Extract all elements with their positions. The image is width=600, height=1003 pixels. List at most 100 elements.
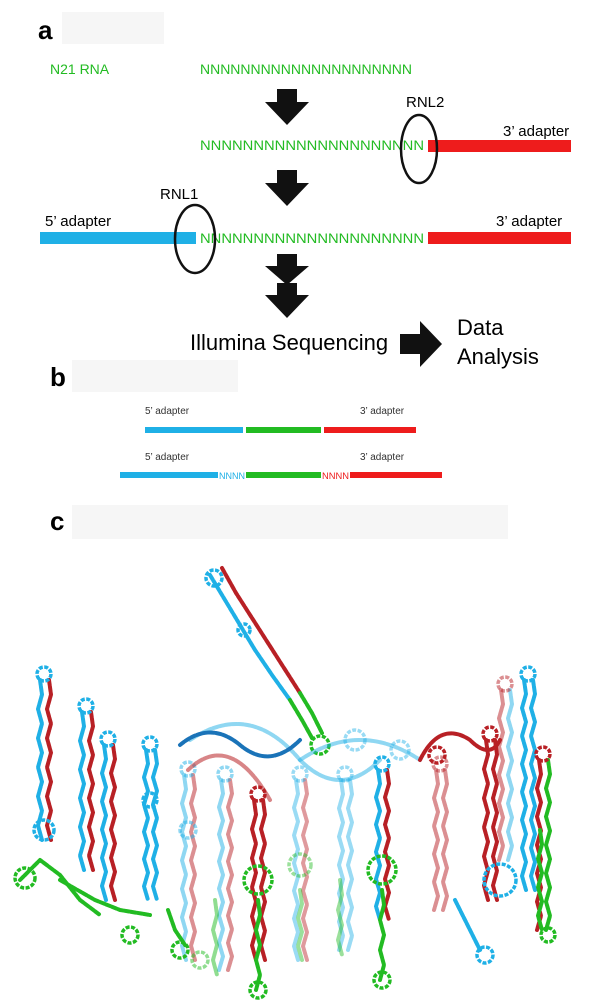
read-2-nnnn-5: NNNN — [219, 471, 245, 481]
rna-strand — [491, 738, 499, 902]
read-2-insert — [246, 472, 321, 478]
rna-strand — [45, 678, 53, 842]
rna-loop — [178, 820, 198, 840]
rna-loop — [389, 739, 411, 761]
rna-loop — [372, 970, 392, 990]
rna-strand — [520, 678, 528, 892]
rna-strand — [378, 888, 386, 982]
rna-strand — [18, 858, 102, 917]
adapter-3-bar-step3 — [428, 232, 571, 244]
rna-strand — [226, 778, 234, 972]
rna-strand — [292, 778, 300, 962]
rna-loop — [32, 818, 56, 842]
panel-b-title-box — [72, 360, 238, 392]
rna-strand — [189, 773, 197, 962]
rna-loop — [236, 622, 252, 638]
rna-sequence-ligated-both: NNNNNNNNNNNNNNNNNNNNN — [200, 230, 424, 246]
rna-loop — [141, 791, 159, 809]
rnl2-ellipse — [399, 113, 439, 185]
adapter-3-label-step3: 3’ adapter — [496, 213, 562, 230]
panel-c-title-box — [72, 505, 508, 539]
panel-a: a N21 RNA NNNNNNNNNNNNNNNNNNNNN NNNNNNNN… — [38, 12, 571, 369]
rnl2-label: RNL2 — [406, 94, 444, 111]
adapter-5-label: 5’ adapter — [45, 213, 111, 230]
rna-loop — [179, 760, 197, 778]
rna-loop — [99, 730, 117, 748]
rna-strand — [180, 773, 188, 962]
rna-strand — [36, 678, 44, 842]
read-2-nnnn-3: NNNN — [322, 471, 349, 481]
rna-strand — [432, 768, 440, 912]
rna-strand — [250, 798, 258, 962]
rna-loop — [287, 852, 313, 878]
rna-loop — [77, 697, 95, 715]
rna-sequence-ligated-3: NNNNNNNNNNNNNNNNNNNNN — [200, 137, 424, 153]
rna-loop — [336, 765, 354, 783]
panel-b: b 5’ adapter 3’ adapter 5’ adapter 3’ ad… — [50, 360, 442, 481]
rna-strand — [220, 566, 302, 695]
down-arrow-icon — [265, 89, 309, 125]
illumina-sequencing-label: Illumina Sequencing — [190, 330, 388, 355]
rna-loop — [190, 950, 210, 970]
rna-strand — [142, 748, 150, 902]
rna-loop — [343, 728, 367, 752]
panel-a-letter: a — [38, 15, 53, 45]
adapter-3-bar-step2 — [428, 140, 571, 152]
panel-c: c — [13, 505, 557, 1000]
down-arrow-icon — [265, 170, 309, 206]
rna-loop — [13, 866, 37, 890]
down-arrow-icon — [265, 254, 309, 285]
rna-loop — [248, 980, 268, 1000]
rna-strand — [529, 678, 537, 892]
rna-loop — [291, 765, 309, 783]
adapter-3-label-step2: 3’ adapter — [503, 123, 569, 140]
rna-loop — [475, 945, 495, 965]
rna-loop — [481, 725, 499, 743]
rnl1-label: RNL1 — [160, 186, 198, 203]
rna-strand — [453, 898, 482, 952]
rna-strand — [536, 828, 544, 932]
rna-loop — [35, 665, 53, 683]
read-2-adapter-5 — [120, 472, 218, 478]
rna-strand — [109, 743, 117, 902]
rna-strand — [208, 573, 292, 702]
rna-strand — [418, 731, 502, 762]
rna-strand — [336, 878, 344, 957]
right-arrow-icon — [400, 321, 442, 367]
adapter-5-label-b2: 5’ adapter — [145, 452, 190, 463]
rna-strand — [217, 778, 225, 972]
rna-strand — [259, 798, 267, 962]
adapter-5-bar — [40, 232, 196, 244]
rna-loop — [366, 854, 398, 886]
rna-strand — [337, 778, 345, 952]
rna-strand — [87, 710, 95, 872]
rna-sequence-top: NNNNNNNNNNNNNNNNNNNNN — [200, 61, 412, 77]
rna-loop — [373, 755, 391, 773]
rna-strand — [298, 738, 422, 762]
rna-loop — [170, 940, 190, 960]
data-label: Data — [457, 315, 504, 340]
panel-b-letter: b — [50, 362, 66, 392]
rna-strand — [186, 753, 272, 802]
rna-strand — [544, 758, 552, 932]
rna-loop — [519, 665, 537, 683]
rna-strand — [346, 778, 354, 952]
rna-loop — [534, 745, 552, 763]
rna-loop — [539, 926, 557, 944]
rna-strand — [166, 908, 187, 947]
panel-a-title-box — [62, 12, 164, 44]
adapter-3-label-b2: 3’ adapter — [360, 452, 405, 463]
rna-strand — [288, 698, 314, 740]
rna-strand — [211, 898, 219, 977]
rna-strand — [58, 878, 152, 917]
rna-loop — [427, 745, 447, 765]
rna-loop — [242, 864, 274, 896]
rnl1-ellipse — [173, 203, 217, 275]
rna-loop — [216, 765, 234, 783]
rna-loop — [141, 735, 159, 753]
read-1-adapter-5 — [145, 427, 243, 433]
n21-rna-label: N21 RNA — [50, 61, 110, 77]
rna-strand — [383, 768, 391, 922]
panel-c-letter: c — [50, 506, 64, 536]
